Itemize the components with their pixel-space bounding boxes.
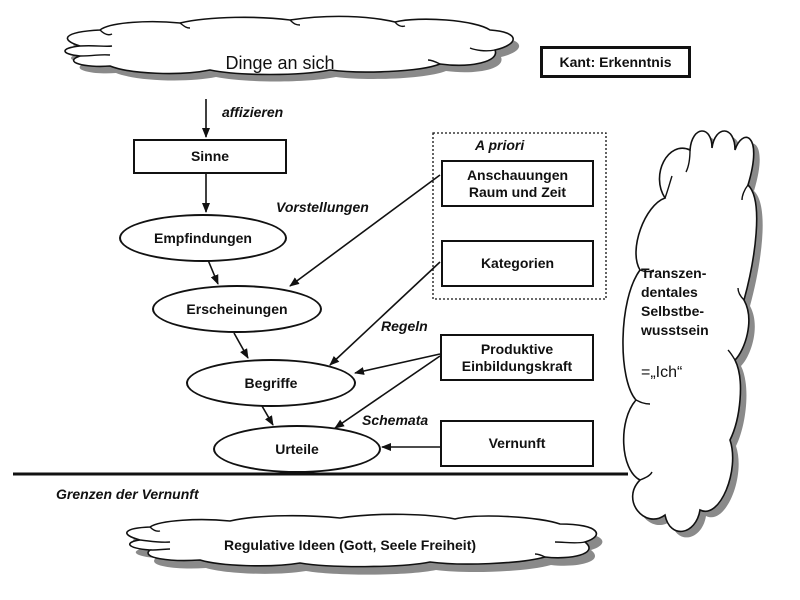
ellipse-urteile: Urteile bbox=[213, 425, 381, 473]
cloud-right-line-3: Selbstbe- bbox=[641, 303, 705, 319]
box-vernunft-label: Vernunft bbox=[488, 435, 546, 451]
cloud-right-label: Transzen- dentales Selbstbe- wusstsein bbox=[641, 264, 709, 340]
ellipse-erscheinungen-label: Erscheinungen bbox=[186, 301, 288, 317]
box-kategorien-label: Kategorien bbox=[480, 255, 555, 271]
a-priori-label: A priori bbox=[475, 137, 525, 153]
ellipse-empfindungen-label: Empfindungen bbox=[154, 230, 252, 246]
cloud-dinge-an-sich bbox=[64, 15, 520, 82]
box-sinne-label: Sinne bbox=[190, 148, 230, 164]
arrow-erscheinungen-to-begriffe bbox=[233, 332, 249, 359]
cloud-top-label: Dinge an sich bbox=[225, 53, 335, 73]
arrow-begriffe-to-urteile bbox=[261, 405, 274, 426]
label-schemata: Schemata bbox=[362, 412, 429, 428]
boundary-label: Grenzen der Vernunft bbox=[56, 486, 199, 502]
label-affizieren: affizieren bbox=[222, 104, 284, 120]
arrow-empfindungen-to-erscheinungen bbox=[207, 259, 219, 285]
label-regeln: Regeln bbox=[381, 318, 428, 334]
cloud-right-line-1: Transzen- bbox=[641, 265, 707, 281]
box-sinne: Sinne bbox=[133, 139, 287, 174]
arrow-anschauungen-to-erscheinungen bbox=[289, 174, 441, 287]
arrow-einbildungskraft-to-begriffe bbox=[354, 353, 441, 375]
cloud-regulative-ideen bbox=[126, 513, 603, 575]
box-anschauungen: Anschauungen Raum und Zeit bbox=[441, 160, 594, 207]
a-priori-group bbox=[432, 132, 607, 300]
box-einbildungskraft: Produktive Einbildungskraft bbox=[440, 334, 594, 381]
box-einbildungskraft-line-1: Produktive bbox=[480, 340, 554, 357]
ellipse-begriffe-label: Begriffe bbox=[244, 375, 298, 391]
arrow-kategorien-to-begriffe bbox=[329, 261, 441, 366]
box-vernunft: Vernunft bbox=[440, 420, 594, 467]
ich-label: =„Ich“ bbox=[641, 364, 683, 381]
ellipse-urteile-label: Urteile bbox=[275, 441, 319, 457]
box-anschauungen-line-2: Raum und Zeit bbox=[468, 183, 567, 200]
title-box: Kant: Erkenntnis bbox=[540, 46, 691, 78]
box-einbildungskraft-line-2: Einbildungskraft bbox=[461, 357, 573, 374]
label-vorstellungen: Vorstellungen bbox=[276, 199, 369, 215]
cloud-selbstbewusstsein bbox=[622, 130, 763, 538]
ellipse-erscheinungen: Erscheinungen bbox=[152, 285, 322, 333]
ellipse-empfindungen: Empfindungen bbox=[119, 214, 287, 262]
cloud-right-line-2: dentales bbox=[641, 284, 698, 300]
box-anschauungen-line-1: Anschauungen bbox=[466, 166, 569, 183]
arrow-einbildungskraft-to-urteile bbox=[334, 355, 441, 429]
ellipse-begriffe: Begriffe bbox=[186, 359, 356, 407]
box-kategorien: Kategorien bbox=[441, 240, 594, 287]
cloud-bottom-label: Regulative Ideen (Gott, Seele Freiheit) bbox=[223, 537, 477, 553]
cloud-right-line-4: wusstsein bbox=[641, 322, 709, 338]
title-text: Kant: Erkenntnis bbox=[559, 53, 672, 70]
